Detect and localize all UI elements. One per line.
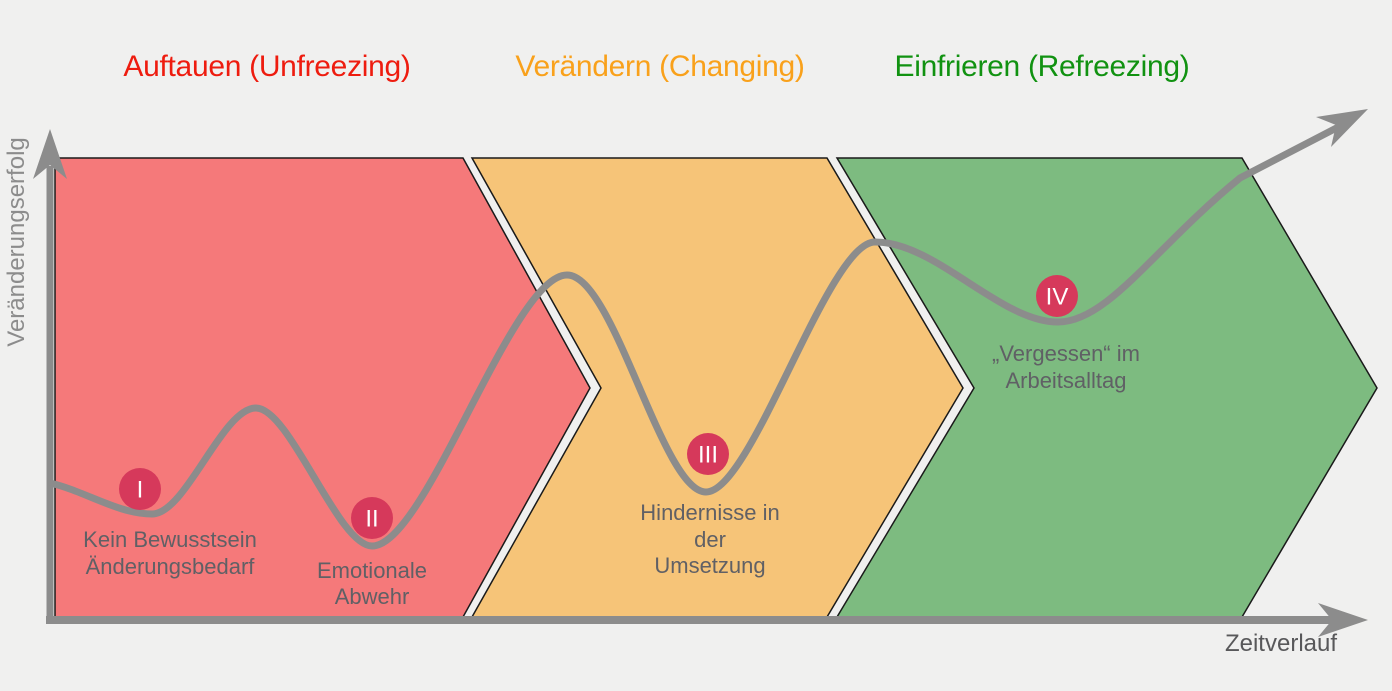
milestone-1-badge [119,468,161,510]
milestone-2-numeral: II [365,506,378,533]
milestone-4-label-line2: Arbeitsalltag [1005,368,1126,393]
milestone-1-label-line2: Änderungsbedarf [86,554,256,579]
x-axis-label: Zeitverlauf [1225,630,1337,657]
milestone-4: IV „Vergessen“ im Arbeitsalltag [992,275,1140,393]
y-axis-arrowhead-icon [33,129,67,179]
milestone-1-numeral: I [137,477,144,504]
milestone-1-label-line1: Kein Bewusstsein [83,527,257,552]
milestone-4-numeral: IV [1046,284,1069,311]
phase-title-refreezing: Einfrieren (Refreezing) [895,50,1190,83]
milestone-3-numeral: III [698,442,718,469]
milestone-2-label-line2: Abwehr [335,584,410,609]
x-axis [46,616,1336,624]
milestone-3-label-line2: der [694,527,726,552]
milestone-3-badge [687,433,729,475]
milestone-4-badge [1036,275,1078,317]
x-axis-arrowhead-icon [1318,603,1368,637]
milestone-2-badge [351,497,393,539]
y-axis [46,166,54,622]
milestone-4-label-line1: „Vergessen“ im [992,341,1140,366]
curve-arrowhead-icon [1316,109,1368,147]
y-axis-label: Veränderungserfolg [3,137,30,346]
phase-title-changing: Verändern (Changing) [515,50,804,83]
milestone-3-label-line1: Hindernisse in [640,500,779,525]
milestone-2: II Emotionale Abwehr [317,497,427,609]
milestone-3: III Hindernisse in der Umsetzung [640,433,780,578]
milestone-3-label-line3: Umsetzung [654,553,765,578]
phase-title-unfreezing: Auftauen (Unfreezing) [123,50,410,83]
milestone-2-label-line1: Emotionale [317,558,427,583]
change-curve [49,118,1350,550]
milestone-1: I Kein Bewusstsein Änderungsbedarf [83,468,257,579]
phase-chevron-unfreezing [54,157,591,618]
